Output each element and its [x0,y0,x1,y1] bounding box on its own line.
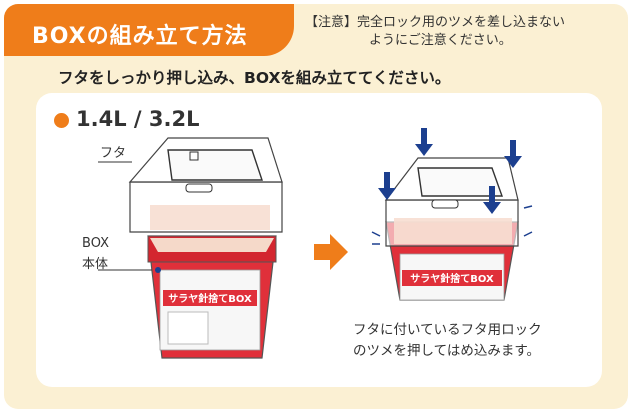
notice-line-2: ようにご注意ください。 [369,33,512,48]
lid-right [384,157,519,247]
motion-ticks [371,205,533,245]
press-arrow-icon [504,140,522,168]
title-tab: BOXの組み立て方法 [4,4,294,56]
size-label: 1.4L / 3.2L [76,107,200,131]
bullet-dot [54,113,69,128]
caption-line-1: フタに付いているフタ用ロック [353,322,542,338]
box-brand-text-right: サラヤ針捨てBOX [410,272,494,285]
press-arrows [378,128,522,214]
caption: フタに付いているフタ用ロック のツメを押してはめ込みます。 [353,320,542,362]
box-brand-text-left: サラヤ針捨てBOX [168,292,252,305]
box-label-line-2: 本体 [82,257,109,272]
box-label-line-1: BOX [82,236,109,251]
page-title: BOXの組み立て方法 [32,24,248,49]
lid-left [128,137,283,233]
press-arrow-icon [483,186,501,214]
lid-label: フタ [100,146,127,161]
press-arrow-icon [378,172,396,200]
step-arrow-icon [314,234,348,270]
notice-line-1: 【注意】完全ロック用のツメを差し込まない [305,15,566,30]
press-arrow-icon [415,128,433,156]
instruction-text: フタをしっかり押し込み、BOXを組み立ててください。 [58,69,451,87]
caption-line-2: のツメを押してはめ込みます。 [353,343,540,359]
notice: 【注意】完全ロック用のツメを差し込まない ようにご注意ください。 [305,14,605,50]
